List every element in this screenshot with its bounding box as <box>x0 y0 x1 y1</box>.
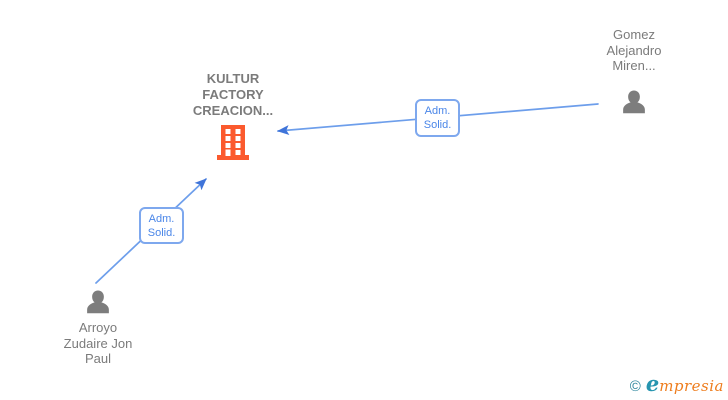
edge-label-adm-solid[interactable]: Adm. Solid. <box>139 207 184 244</box>
node-person-gomez[interactable]: Gomez Alejandro Miren... <box>584 27 684 117</box>
company-name-label: KULTUR FACTORY CREACION... <box>192 71 274 118</box>
empresia-logo: empresia <box>646 371 724 396</box>
person-name-label: Gomez Alejandro Miren... <box>606 27 662 73</box>
brand-initial: e <box>645 371 660 396</box>
edge-label-adm-solid[interactable]: Adm. Solid. <box>415 99 460 137</box>
person-name-label: Arroyo Zudaire Jon Paul <box>63 320 133 366</box>
person-icon <box>623 90 645 113</box>
node-person-arroyo[interactable]: Arroyo Zudaire Jon Paul <box>42 287 154 367</box>
building-icon <box>217 125 249 160</box>
node-company[interactable]: KULTUR FACTORY CREACION... <box>168 71 298 160</box>
empresia-watermark[interactable]: © empresia <box>630 371 724 396</box>
copyright-icon: © <box>629 378 641 395</box>
person-icon <box>87 290 109 314</box>
brand-rest: mpresia <box>659 377 724 395</box>
